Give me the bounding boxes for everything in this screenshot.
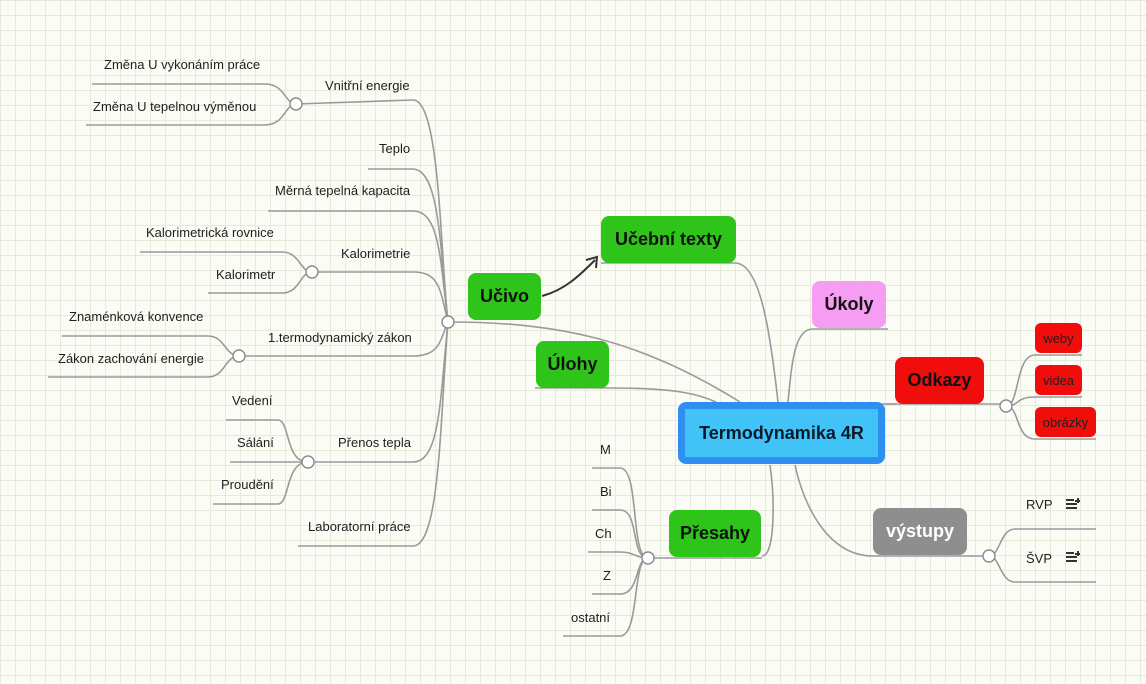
collapse-knob-vystupy bbox=[982, 549, 996, 563]
central-topic[interactable]: Termodynamika 4R bbox=[678, 402, 885, 464]
connector-vystupy bbox=[794, 464, 874, 557]
subtopic-prvni-zakon[interactable]: 1.termodynamický zákon bbox=[268, 330, 412, 345]
leaf-kalorimetricka-rovnice[interactable]: Kalorimetrická rovnice bbox=[146, 225, 274, 240]
connector-ucivo bbox=[447, 321, 741, 403]
pill-videa[interactable]: videa bbox=[1035, 365, 1082, 395]
collapse-knob-ucivo bbox=[441, 315, 455, 329]
topic-ulohy[interactable]: Úlohy bbox=[536, 341, 609, 388]
note-list-icon[interactable] bbox=[1066, 551, 1080, 564]
topic-ucivo[interactable]: Učivo bbox=[468, 273, 541, 320]
topic-vystupy[interactable]: výstupy bbox=[873, 508, 967, 555]
topic-presahy[interactable]: Přesahy bbox=[669, 510, 761, 557]
leaf-zmena-tepelnou[interactable]: Změna U tepelnou výměnou bbox=[93, 99, 257, 114]
leaf-proudeni[interactable]: Proudění bbox=[221, 477, 274, 492]
collapse-knob-prenos bbox=[301, 455, 315, 469]
pill-obrazky-label: obrázky bbox=[1042, 414, 1089, 430]
leaf-kalorimetr[interactable]: Kalorimetr bbox=[216, 267, 276, 282]
pill-weby-label: weby bbox=[1043, 330, 1074, 346]
pill-weby[interactable]: weby bbox=[1035, 323, 1082, 353]
note-list-icon[interactable] bbox=[1066, 498, 1080, 511]
collapse-knob-odkazy bbox=[999, 399, 1013, 413]
connector-prvni-zakon bbox=[412, 321, 449, 357]
subtopic-prenos-tepla[interactable]: Přenos tepla bbox=[338, 435, 411, 450]
topic-odkazy-label: Odkazy bbox=[907, 370, 972, 390]
topic-ukoly[interactable]: Úkoly bbox=[812, 281, 886, 328]
connector-presahy bbox=[761, 464, 774, 557]
leaf-z[interactable]: Z bbox=[603, 568, 611, 583]
connector-ulohy bbox=[609, 387, 717, 403]
leaf-znamenkova-konvence[interactable]: Znaménková konvence bbox=[69, 309, 204, 324]
leaf-m[interactable]: M bbox=[600, 442, 611, 457]
subtopic-kalorimetrie[interactable]: Kalorimetrie bbox=[341, 246, 411, 261]
leaf-svp[interactable]: ŠVP bbox=[1026, 551, 1053, 566]
central-topic-label: Termodynamika 4R bbox=[699, 422, 864, 443]
connector-merna bbox=[412, 210, 449, 323]
leaf-ostatni[interactable]: ostatní bbox=[571, 610, 611, 625]
leaf-zmena-prace[interactable]: Změna U vykonáním práce bbox=[104, 57, 261, 72]
topic-presahy-label: Přesahy bbox=[679, 523, 751, 543]
pill-obrazky[interactable]: obrázky bbox=[1035, 407, 1096, 437]
pill-videa-label: videa bbox=[1042, 372, 1075, 388]
topic-ukoly-label: Úkoly bbox=[824, 294, 874, 314]
topic-odkazy[interactable]: Odkazy bbox=[895, 357, 984, 404]
collapse-knob-zakon bbox=[232, 349, 246, 363]
subtopic-teplo[interactable]: Teplo bbox=[379, 141, 411, 156]
subtopic-vnitrni-energie[interactable]: Vnitřní energie bbox=[325, 78, 410, 93]
connector-laboratorni bbox=[412, 321, 449, 547]
topic-ucivo-label: Učivo bbox=[479, 286, 530, 306]
topic-ucebni-texty-label: Učební texty bbox=[614, 229, 723, 249]
leaf-ch[interactable]: Ch bbox=[595, 526, 612, 541]
arrow-ucivo-to-texty bbox=[541, 259, 596, 297]
topic-ulohy-label: Úlohy bbox=[547, 354, 598, 374]
subtopic-merna-kapacita[interactable]: Měrná tepelná kapacita bbox=[275, 183, 411, 198]
collapse-knob-kalorimetrie bbox=[305, 265, 319, 279]
connector-ucebni-texty bbox=[735, 262, 779, 403]
leaf-bi[interactable]: Bi bbox=[600, 484, 612, 499]
connector-ukoly bbox=[787, 328, 813, 403]
collapse-knob-vnitrni bbox=[289, 97, 303, 111]
subtopic-laboratorni-prace[interactable]: Laboratorní práce bbox=[308, 519, 411, 534]
collapse-knob-presahy bbox=[641, 551, 655, 565]
leaf-rvp[interactable]: RVP bbox=[1026, 497, 1053, 512]
leaf-zakon-zachovani[interactable]: Zákon zachování energie bbox=[58, 351, 204, 366]
connector-kalorimetrie bbox=[412, 271, 449, 323]
topic-ucebni-texty[interactable]: Učební texty bbox=[601, 216, 736, 263]
leaf-salani[interactable]: Sálání bbox=[237, 435, 274, 450]
topic-vystupy-label: výstupy bbox=[885, 521, 955, 541]
leaf-vedeni[interactable]: Vedení bbox=[232, 393, 273, 408]
